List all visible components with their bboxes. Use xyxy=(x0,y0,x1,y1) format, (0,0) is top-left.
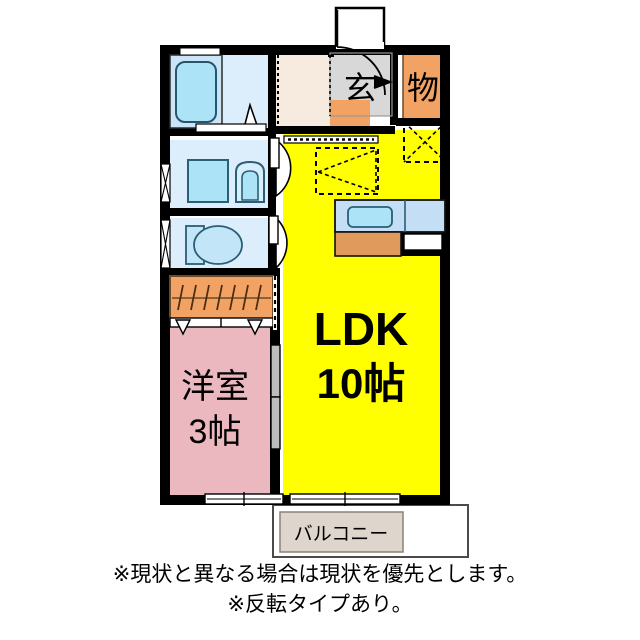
kitchen-sink-icon xyxy=(347,206,393,228)
bedroom-floor-fill xyxy=(168,320,273,500)
kitchen-cabinet-icon xyxy=(334,231,402,257)
closet-door-leaf-left xyxy=(174,319,192,336)
closet-door-leaf-right xyxy=(246,319,264,336)
bedroom-label: 洋室 xyxy=(181,368,249,406)
overhead-cabinet-icon xyxy=(403,121,447,163)
genkan-label: 玄 xyxy=(344,70,376,106)
ldk-size-label: 10帖 xyxy=(317,360,406,407)
toilet-door-panel xyxy=(268,215,279,245)
footer-note-1: ※現状と異なる場合は現状を優先とします。 xyxy=(112,563,528,586)
storage-floor-fill xyxy=(402,52,444,122)
bathtub-icon xyxy=(175,61,217,123)
hall-floor-fill xyxy=(275,53,330,131)
balcony-area: バルコニー xyxy=(272,504,469,558)
entry-door-swing-icon xyxy=(336,46,386,96)
balcony-label: バルコニー xyxy=(294,524,389,545)
bath-window xyxy=(179,47,221,56)
toilet-door-swing-icon xyxy=(275,216,288,270)
genkan-step-fill xyxy=(330,100,370,130)
bath-door-frame xyxy=(195,123,267,133)
refrigerator-space-icon xyxy=(315,147,379,195)
washing-machine-space-icon xyxy=(187,159,229,203)
appliance-slot-icon xyxy=(403,233,443,251)
washroom-fixtures xyxy=(187,137,292,203)
storage-label: 物 xyxy=(407,70,439,106)
left-wall-windows xyxy=(160,163,171,269)
footer-note-2: ※反転タイプあり。 xyxy=(227,593,413,616)
entry-door-recess xyxy=(334,6,386,50)
wash-basin-bowl xyxy=(241,170,259,201)
toilet-bowl-icon xyxy=(193,225,243,265)
bathroom-fixtures xyxy=(169,47,267,133)
bedroom-sliding-door-panel-2 xyxy=(270,396,281,450)
toilet-fixtures xyxy=(185,215,288,270)
closet-area xyxy=(169,275,274,336)
bottom-windows xyxy=(204,492,401,506)
washroom-door-panel xyxy=(269,137,280,169)
ldk-floor-fill xyxy=(283,130,443,500)
closet-hanger-marks xyxy=(177,284,262,311)
bedroom-size-label: 3帖 xyxy=(189,413,242,451)
bedroom-ldk-door xyxy=(270,276,281,450)
storage-area: 物 xyxy=(407,70,439,106)
bedroom-sliding-door-panel-1 xyxy=(270,344,281,398)
ldk-label: LDK xyxy=(314,303,409,355)
genkan-area: 玄 xyxy=(277,10,394,127)
footer-notes: ※現状と異なる場合は現状を優先とします。 ※反転タイプあり。 xyxy=(0,560,640,620)
genkan-outline xyxy=(329,52,393,117)
kitchen-area xyxy=(283,121,447,257)
